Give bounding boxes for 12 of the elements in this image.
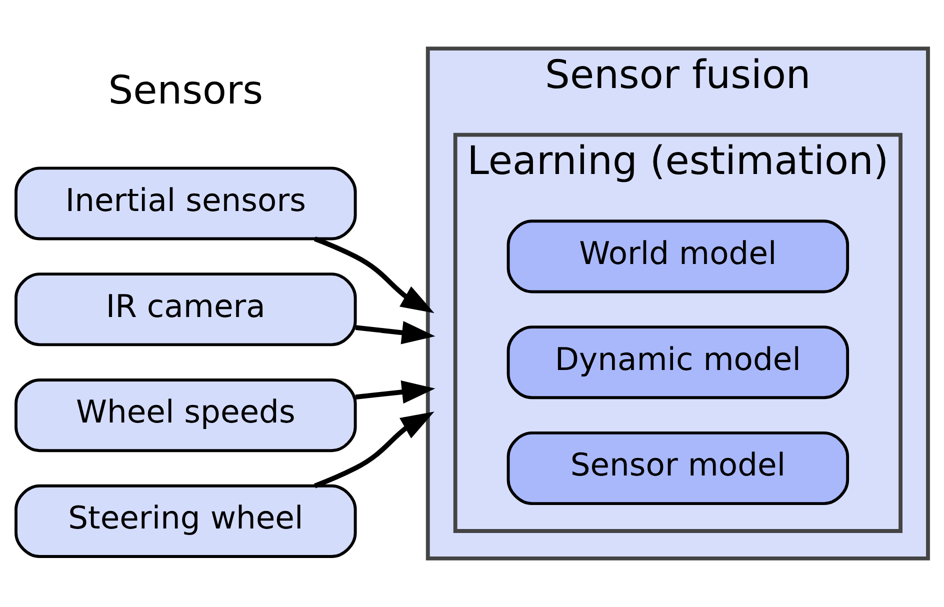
node-box: Dynamic model bbox=[506, 326, 850, 400]
node-box: Steering wheel bbox=[14, 484, 357, 558]
node-box: Inertial sensors bbox=[14, 166, 357, 240]
arrow bbox=[314, 412, 434, 488]
arrow bbox=[355, 321, 436, 344]
node-box: World model bbox=[506, 220, 850, 294]
node-box: Sensor model bbox=[506, 431, 850, 506]
label: Sensors bbox=[108, 68, 264, 114]
arrow bbox=[314, 236, 434, 314]
arrow bbox=[355, 380, 436, 404]
node-box: Wheel speeds bbox=[14, 378, 357, 452]
node-box: IR camera bbox=[14, 272, 357, 346]
